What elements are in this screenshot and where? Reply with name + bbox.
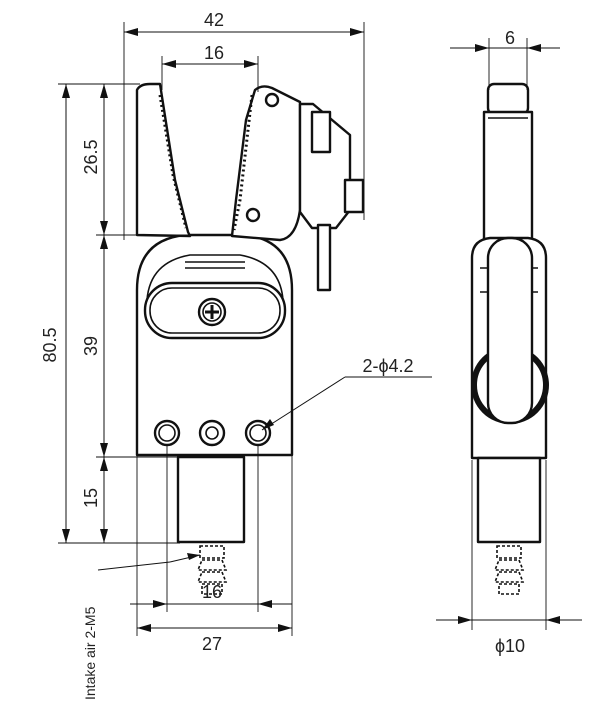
mounting-holes xyxy=(153,419,272,447)
dim-body-width: 27 xyxy=(202,634,222,654)
dim-shaft-diameter: ϕ10 xyxy=(495,636,525,656)
right-jaw xyxy=(230,85,302,242)
side-air-stem xyxy=(476,456,542,544)
dim-total-height: 80.5 xyxy=(40,327,60,362)
side-view xyxy=(470,82,549,595)
sensor-bracket xyxy=(298,102,365,292)
dim-hole-spacing: 16 xyxy=(202,582,222,602)
side-fitting xyxy=(493,545,525,595)
dim-jaw-height: 26.5 xyxy=(81,139,101,174)
air-fitting xyxy=(196,545,228,595)
side-top-blade xyxy=(486,82,530,116)
dimension-lines xyxy=(58,22,582,636)
body-shoulder xyxy=(146,254,284,301)
dim-port-height: 15 xyxy=(81,488,101,508)
note-holes: 2-ϕ4.2 xyxy=(362,356,413,376)
air-port-stem xyxy=(176,455,246,544)
dim-total-width: 42 xyxy=(204,10,224,30)
left-jaw xyxy=(135,82,192,238)
front-view xyxy=(135,82,365,595)
dim-side-thickness: 6 xyxy=(505,28,515,48)
dim-body-height: 39 xyxy=(81,336,101,356)
note-air-port: Intake air 2-M5 xyxy=(82,606,98,700)
cover-screw xyxy=(197,297,227,327)
side-roller xyxy=(471,236,549,425)
dim-jaw-opening: 16 xyxy=(204,43,224,63)
